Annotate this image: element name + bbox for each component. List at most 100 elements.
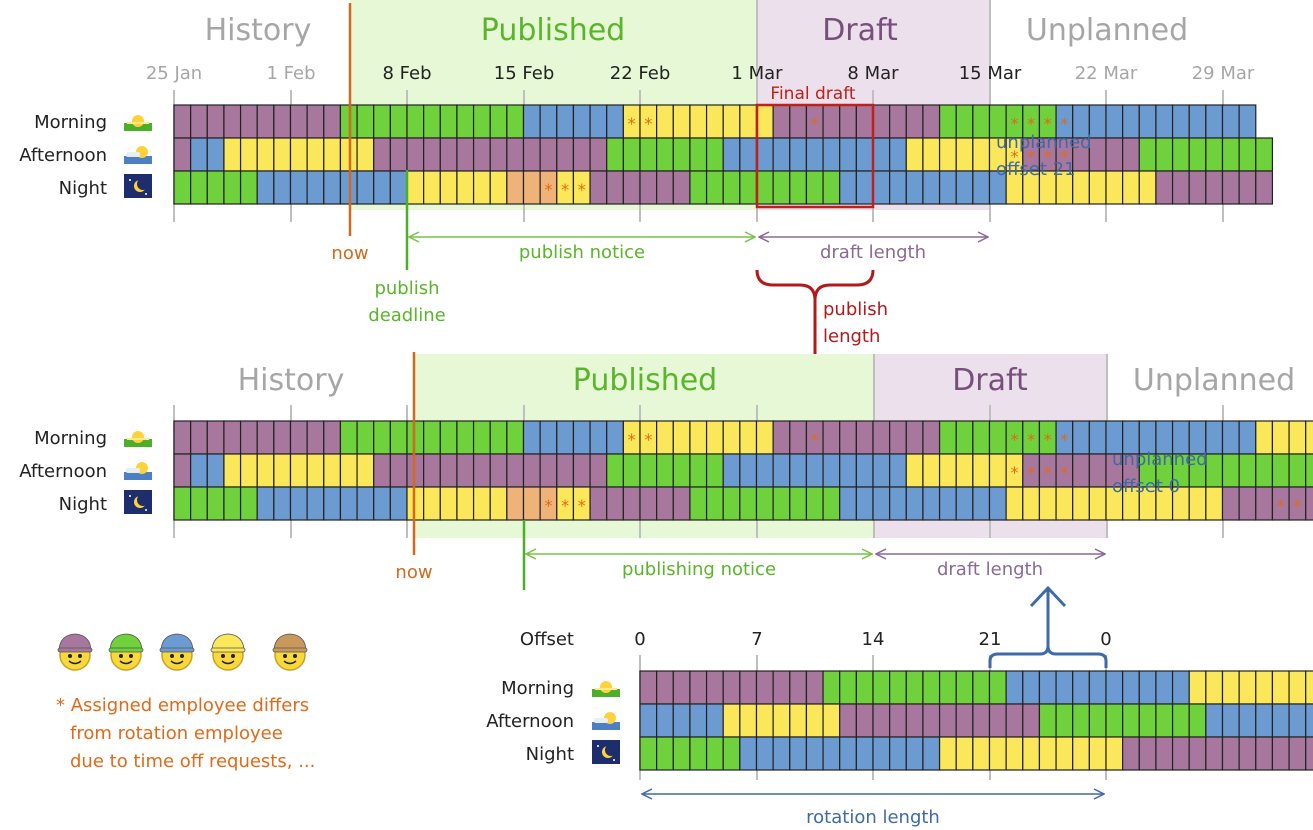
top-shift-cell xyxy=(423,104,441,139)
rotation-shift-cell xyxy=(1305,670,1313,705)
top-shift-cell xyxy=(1171,170,1190,205)
top-shift-cell xyxy=(356,137,375,172)
bottom-shift-cell xyxy=(739,486,758,521)
top-shift-cell xyxy=(656,170,674,205)
rotation-shift-cell xyxy=(822,736,841,771)
rotation-shift-cell xyxy=(1072,736,1090,771)
rotation-shift-cell xyxy=(872,670,891,705)
rotation-shift-cell xyxy=(1238,736,1257,771)
top-shift-cell xyxy=(1171,104,1190,139)
bottom-shift-cell xyxy=(839,453,857,488)
top-shift-labels: Morning Afternoon Night xyxy=(19,112,107,199)
publish-deadline-label-line2: deadline xyxy=(368,305,445,326)
top-shift-cell xyxy=(872,170,891,205)
top-shift-cell xyxy=(938,104,957,139)
top-shift-cell xyxy=(206,104,225,139)
bottom-shift-cell xyxy=(239,453,258,488)
rotation-shift-cell xyxy=(1038,736,1057,771)
bottom-shift-cell xyxy=(988,486,1007,521)
rotation-shift-cell xyxy=(789,703,808,738)
footnote-line2: from rotation employee xyxy=(70,723,283,744)
shift-label-afternoon: Afternoon xyxy=(19,145,107,166)
bottom-shift-cell xyxy=(173,420,192,455)
bottom-shift-cell xyxy=(522,420,541,455)
bottom-shift-cell xyxy=(223,420,242,455)
top-shift-cell xyxy=(1138,170,1157,205)
rotation-shift-cell xyxy=(1205,670,1224,705)
top-history-title: History xyxy=(205,13,312,48)
rotation-shift-cell xyxy=(1288,703,1307,738)
top-shift-cell xyxy=(273,137,292,172)
bottom-shift-cell xyxy=(423,486,441,521)
rotation-shift-cell xyxy=(1255,703,1274,738)
moon-night-icon xyxy=(124,174,152,198)
rotation-up-arrow-head xyxy=(1029,585,1067,608)
top-shift-cell xyxy=(972,104,991,139)
top-shift-cell xyxy=(705,170,724,205)
top-shift-cell xyxy=(1138,137,1157,172)
bottom-shift-cell xyxy=(805,453,824,488)
bottom-shift-cell xyxy=(755,420,774,455)
top-shift-cell xyxy=(905,170,924,205)
rotation-shift-cell xyxy=(1005,703,1024,738)
bottom-shift-cell xyxy=(1221,453,1240,488)
top-shift-cell xyxy=(539,137,558,172)
rotation-shift-cell xyxy=(922,703,941,738)
top-shift-cell xyxy=(1188,137,1207,172)
top-shift-cell xyxy=(755,137,774,172)
bottom-shift-cell xyxy=(273,420,292,455)
top-unplanned-offset-line1: unplanned xyxy=(996,132,1092,153)
rotation-shift-cell xyxy=(1088,670,1107,705)
rotation-shift-cell xyxy=(905,736,924,771)
top-shift-cell xyxy=(755,104,774,139)
rotation-shift-cell xyxy=(772,703,791,738)
top-shift-cell xyxy=(822,104,841,139)
top-shift-cell xyxy=(1088,104,1107,139)
rotation-shift-cell xyxy=(972,736,991,771)
top-shift-cell xyxy=(456,104,475,139)
footnote-line3: due to time off requests, ... xyxy=(70,751,315,772)
rotation-shift-cell xyxy=(905,703,924,738)
bottom-shift-cell xyxy=(705,453,724,488)
bottom-shift-cell xyxy=(1038,486,1057,521)
bottom-unplanned-title: Unplanned xyxy=(1133,363,1295,398)
top-shift-cell xyxy=(1088,137,1107,172)
bottom-shift-cell xyxy=(772,420,791,455)
bottom-shift-cell xyxy=(406,486,425,521)
rotation-shift-cell xyxy=(1188,670,1207,705)
rotation-shift-cell xyxy=(1072,670,1090,705)
bottom-shift-cell xyxy=(356,486,375,521)
rotation-shift-cell xyxy=(1305,736,1313,771)
sun-morning-icon xyxy=(124,431,152,447)
top-shift-cell xyxy=(672,104,691,139)
rotation-shift-cell xyxy=(1105,670,1124,705)
bottom-shift-cell xyxy=(1271,420,1290,455)
top-shift-cell xyxy=(722,104,741,139)
bottom-shift-cell xyxy=(722,453,741,488)
rotation-shift-cell xyxy=(988,670,1007,705)
top-shift-cell xyxy=(439,170,458,205)
bottom-shift-cell xyxy=(373,486,391,521)
bottom-shift-labels: Morning Afternoon Night xyxy=(19,428,107,515)
top-draft-length-label: draft length xyxy=(820,242,926,263)
rotation-shift-cell xyxy=(1255,670,1274,705)
bottom-shift-cell xyxy=(256,420,275,455)
publish-length-label-line2: length xyxy=(823,326,880,347)
top-shift-cell xyxy=(506,137,525,172)
top-draft-title: Draft xyxy=(822,13,898,48)
override-star-mark: * xyxy=(1060,114,1068,133)
rotation-shift-cell xyxy=(1038,703,1057,738)
rotation-shift-cell xyxy=(822,670,841,705)
top-shift-cell xyxy=(472,104,491,139)
bottom-shift-cell xyxy=(955,420,974,455)
bottom-shift-cell xyxy=(889,486,907,521)
top-shift-cell xyxy=(606,137,624,172)
top-shift-cell xyxy=(955,137,974,172)
top-shift-cell xyxy=(389,137,408,172)
top-shift-cell xyxy=(672,137,691,172)
bottom-shift-cell xyxy=(373,420,391,455)
bottom-shift-cell xyxy=(855,453,874,488)
top-shift-cell xyxy=(356,170,375,205)
rotation-shift-cell xyxy=(1221,703,1240,738)
date-label-15-feb: 15 Feb xyxy=(494,63,555,84)
